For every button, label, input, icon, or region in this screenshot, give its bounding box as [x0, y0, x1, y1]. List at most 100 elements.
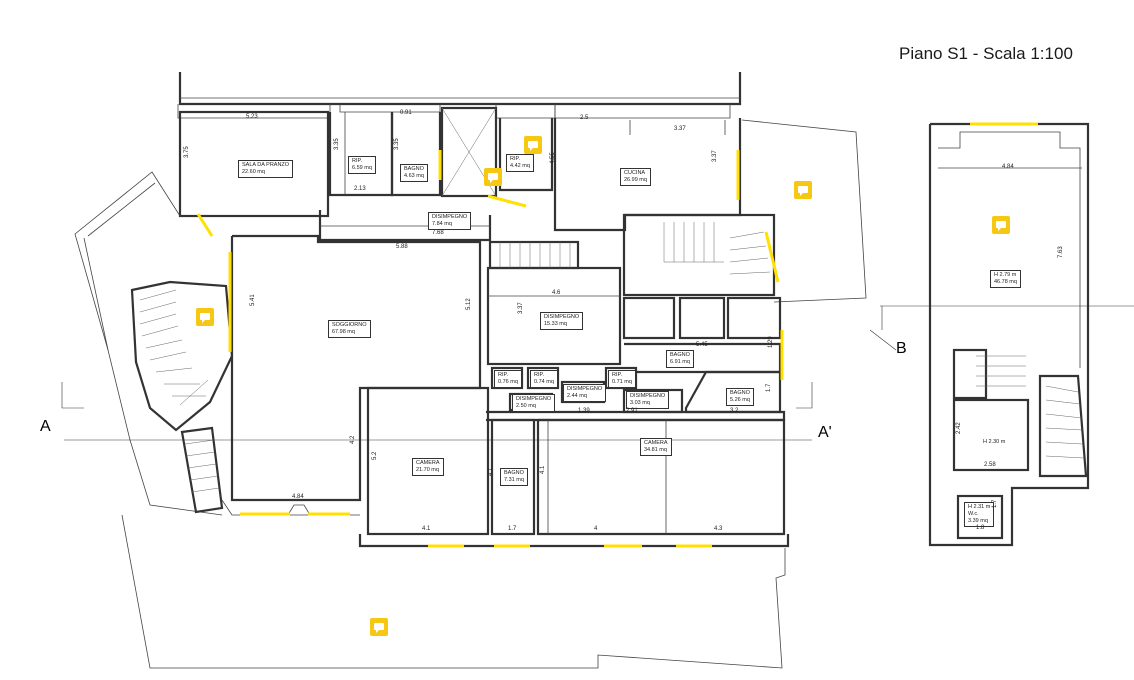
room-area: 22.60 mq [242, 169, 265, 175]
room-name: SALA DA PRANZO [242, 162, 290, 168]
dimension-label: 4.1 [422, 526, 431, 532]
room-bagno-3: BAGNO 5.26 mq [726, 388, 754, 406]
room-name: DISIMPEGNO [544, 314, 580, 320]
room-disimpegno-3: DISIMPEGNO 2.44 mq [563, 384, 607, 402]
dimension-label: 1.39 [578, 408, 590, 414]
dimension-label: 4.84 [1002, 164, 1014, 170]
dimension-label: 3.35 [394, 138, 400, 150]
dimension-label: 3.37 [518, 302, 524, 314]
dimension-label: 2.42 [956, 422, 962, 434]
room-name: BAGNO [404, 166, 424, 172]
dimension-label: 4.55 [550, 152, 556, 164]
comment-icon[interactable] [484, 168, 502, 186]
room-disimpegno-2: DISIMPEGNO 15.33 mq [540, 312, 584, 330]
room-name: DISIMPEGNO [432, 214, 468, 220]
dimension-label: 1.8 [976, 525, 985, 531]
room-area: 0.71 mq [612, 379, 632, 385]
room-area: 7.31 mq [504, 477, 524, 483]
room-rip-2: RIP. 4.42 mq [506, 154, 534, 172]
dimension-label: 4.84 [292, 494, 304, 500]
dimension-label: 3.75 [184, 146, 190, 158]
main-building-walls [74, 72, 867, 669]
annex-building-walls [869, 122, 1134, 547]
room-name: CAMERA [416, 460, 440, 466]
section-label-b: B [896, 340, 907, 357]
dimension-label: 1.7 [992, 499, 998, 508]
room-area: 5.26 mq [730, 397, 750, 403]
section-line-a [61, 382, 813, 441]
dimension-label: 7.63 [1058, 246, 1064, 258]
room-area: 3.39 mq [968, 518, 988, 524]
room-name: BAGNO [504, 470, 524, 476]
room-height: H 2.30 m [983, 439, 1006, 445]
comment-icon[interactable] [992, 216, 1010, 234]
room-area: 46.78 mq [994, 279, 1017, 285]
plan-title: Piano S1 - Scala 1:100 [899, 44, 1073, 63]
room-area: 6.59 mq [352, 165, 372, 171]
room-height: H 2.31 m [968, 504, 991, 510]
room-name: RIP. [534, 372, 544, 378]
dimension-label: 2.5 [580, 115, 589, 121]
room-area: 0.74 mq [534, 379, 554, 385]
room-name: DISIMPEGNO [516, 396, 552, 402]
dimension-label: 5.23 [246, 114, 258, 120]
comment-icon[interactable] [370, 618, 388, 636]
room-name: BAGNO [730, 390, 750, 396]
room-disimpegno-4: DISIMPEGNO 2.50 mq [512, 394, 556, 412]
room-annex-wc: H 2.31 m W.c. 3.39 mq [964, 502, 995, 527]
room-area: 21.70 mq [416, 467, 439, 473]
room-height: H 2.79 m [994, 272, 1017, 278]
room-area: 3.03 mq [630, 400, 650, 406]
room-name: DISIMPEGNO [567, 386, 603, 392]
room-name: BAGNO [670, 352, 690, 358]
room-annex-main: H 2.79 m 46.78 mq [990, 270, 1021, 288]
comment-icon[interactable] [794, 181, 812, 199]
room-bagno-1: BAGNO 4.63 mq [400, 164, 428, 182]
dimension-label: 4.1 [540, 465, 546, 474]
dimension-label: 5.41 [250, 294, 256, 306]
room-name: RIP. [510, 156, 520, 162]
section-label-a-prime: A' [818, 424, 832, 441]
room-name: CAMERA [644, 440, 668, 446]
room-name: RIP. [612, 372, 622, 378]
room-disimpegno-5: DISIMPEGNO 3.03 mq [626, 391, 670, 409]
room-name: W.c. [968, 511, 979, 517]
dimension-label: 4.6 [552, 290, 561, 296]
dimension-label: 2.91 [626, 408, 638, 414]
room-area: 2.44 mq [567, 393, 587, 399]
windows [196, 122, 1038, 548]
dimension-label: 3.35 [334, 138, 340, 150]
section-label-a: A [40, 418, 51, 435]
room-sala-da-pranzo: SALA DA PRANZO 22.60 mq [238, 160, 294, 178]
room-rip-5: RIP. 0.71 mq [608, 370, 636, 388]
room-bagno-2: BAGNO 6.91 mq [666, 350, 694, 368]
dimension-label: 2.58 [984, 462, 996, 468]
room-area: 26.99 mq [624, 177, 647, 183]
room-annex-mid: H 2.30 m [980, 438, 1008, 447]
dimension-label: 1.7 [766, 383, 772, 392]
room-area: 0.76 mq [498, 379, 518, 385]
dimension-label: 0.91 [400, 110, 412, 116]
room-name: RIP. [498, 372, 508, 378]
room-area: 4.63 mq [404, 173, 424, 179]
comment-icon[interactable] [196, 308, 214, 326]
dimension-label: 4.2 [350, 435, 356, 444]
room-area: 67.98 mq [332, 329, 355, 335]
room-area: 4.42 mq [510, 163, 530, 169]
room-area: 7.84 mq [432, 221, 452, 227]
room-soggiorno: SOGGIORNO 67.98 mq [328, 320, 371, 338]
dimension-label: 3.37 [674, 126, 686, 132]
dimension-label: 1.29 [768, 336, 774, 348]
room-disimpegno-1: DISIMPEGNO 7.84 mq [428, 212, 472, 230]
dimension-label: 5.12 [466, 298, 472, 310]
comment-icon[interactable] [524, 136, 542, 154]
room-rip-3: RIP. 0.76 mq [494, 370, 522, 388]
room-rip-4: RIP. 0.74 mq [530, 370, 558, 388]
room-area: 34.81 mq [644, 447, 667, 453]
room-name: DISIMPEGNO [630, 393, 666, 399]
room-name: SOGGIORNO [332, 322, 367, 328]
dimension-label: 4.3 [714, 526, 723, 532]
dimension-label: 4 [594, 526, 598, 532]
